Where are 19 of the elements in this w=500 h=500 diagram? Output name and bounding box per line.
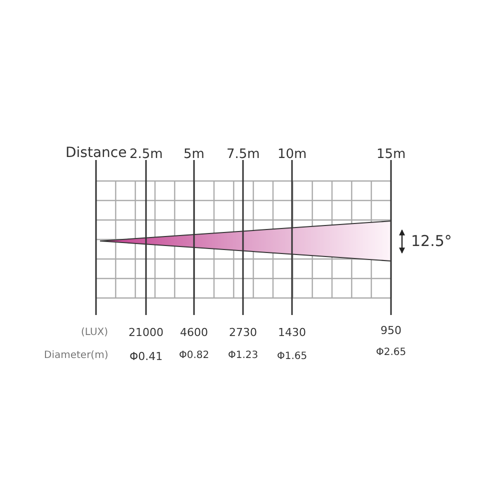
row-label: Diameter(m) [44,351,108,361]
value-label: Φ1.65 [277,352,308,362]
value-label: 4600 [180,327,208,338]
value-label: 950 [380,325,402,336]
distance-label: 2.5m [130,148,163,161]
axis-label: Distance [66,146,127,160]
value-label: 2730 [229,327,257,338]
value-label: Φ0.82 [179,351,210,361]
value-label: Φ0.41 [130,351,163,362]
distance-label: 7.5m [226,148,260,161]
value-label: 1430 [278,327,306,338]
row-label: (LUX) [81,328,108,338]
value-label: 21000 [128,327,164,338]
distance-label: 15m [376,148,406,161]
distance-label: 10m [278,148,307,161]
distance-label: 5m [184,148,204,161]
value-label: Φ1.23 [228,351,258,361]
angle-label: 12.5° [411,234,452,249]
value-label: Φ2.65 [376,348,406,358]
